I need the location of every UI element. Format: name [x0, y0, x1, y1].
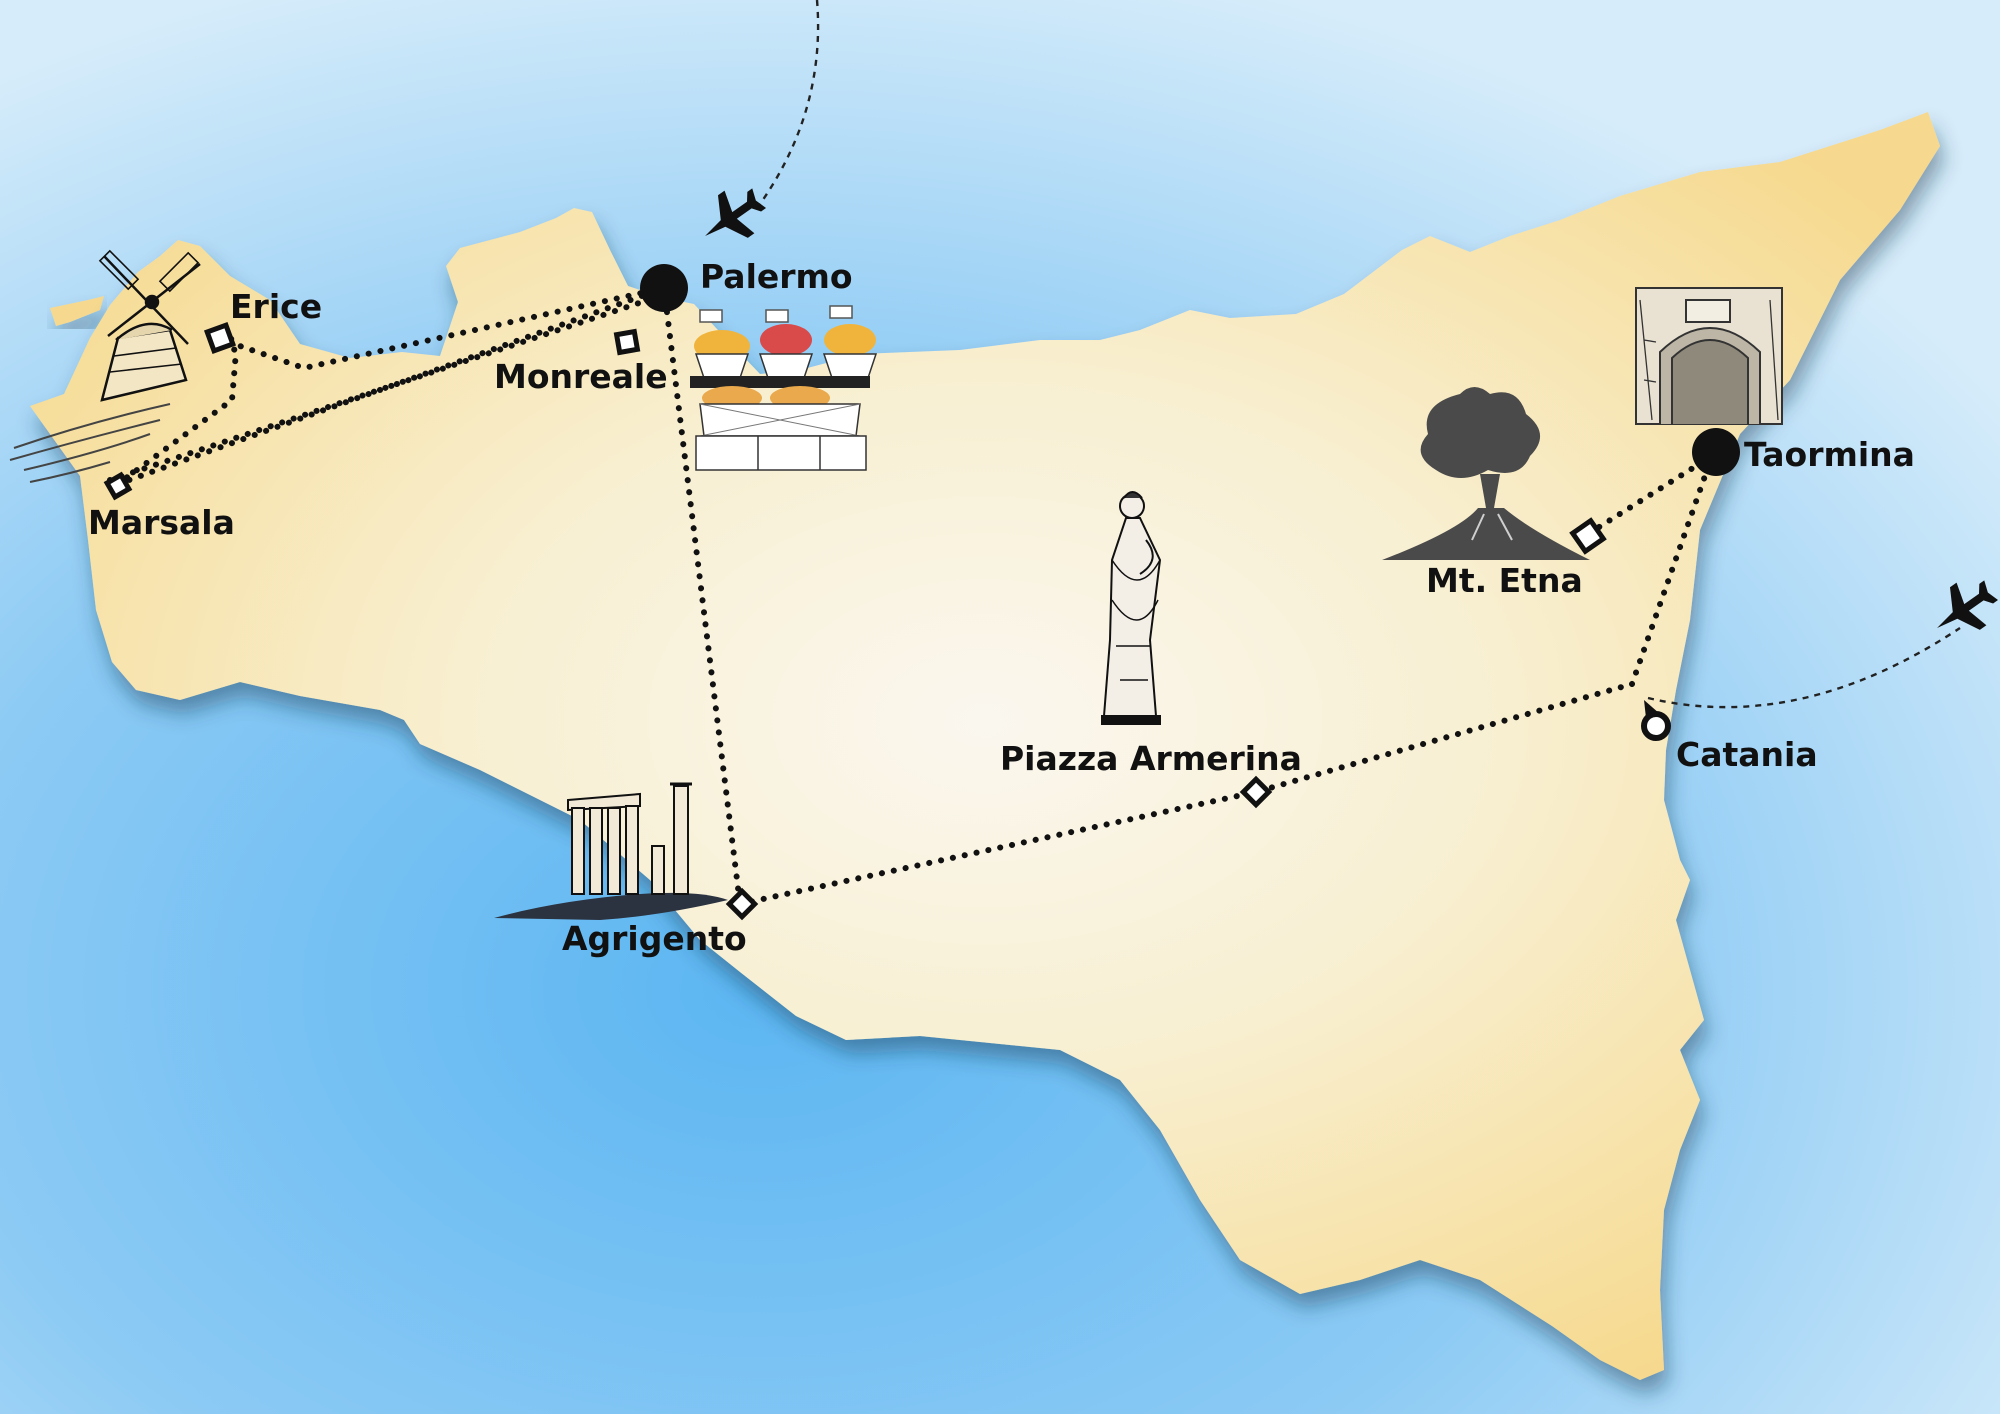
airplane-departure-icon [1937, 580, 1999, 630]
airplane-arrival-icon [705, 188, 767, 238]
label-agrigento: Agrigento [562, 919, 747, 958]
route-marsala-palermo [115, 285, 667, 487]
label-monreale: Monreale [494, 357, 668, 396]
mt-etna-marker[interactable] [1569, 517, 1607, 555]
label-catania: Catania [1676, 735, 1818, 774]
monreale-marker[interactable] [613, 328, 641, 356]
erice-marker[interactable] [203, 321, 237, 355]
label-taormina: Taormina [1744, 435, 1915, 474]
roman-statue-icon [1101, 491, 1162, 725]
piazza-armerina-marker[interactable] [1239, 775, 1273, 809]
label-palermo: Palermo [700, 257, 853, 296]
flight-path-arrival [759, 0, 820, 205]
flight-path-departure [1647, 626, 1961, 709]
marsala-marker[interactable] [103, 471, 133, 501]
route-catania-taormina [1629, 453, 1715, 687]
label-mt-etna: Mt. Etna [1426, 561, 1583, 600]
route-agrigento-catania [737, 681, 1635, 907]
volcano-icon [1382, 387, 1590, 560]
egadi-islet [50, 296, 104, 326]
catania-marker[interactable] [1641, 700, 1671, 741]
greek-temple-ruins-icon [494, 782, 728, 920]
stone-archway-icon [1635, 287, 1783, 425]
agrigento-marker[interactable] [725, 887, 759, 921]
palermo-marker[interactable] [640, 264, 688, 312]
label-piazza-armerina: Piazza Armerina [1000, 739, 1302, 778]
taormina-marker[interactable] [1692, 428, 1740, 476]
label-marsala: Marsala [88, 503, 235, 542]
route-marsala-palermo-2 [107, 297, 651, 483]
route-taormina-etna [1585, 453, 1715, 537]
market-stall-icon [690, 305, 878, 471]
label-erice: Erice [230, 287, 322, 326]
windmill-icon [9, 249, 201, 483]
